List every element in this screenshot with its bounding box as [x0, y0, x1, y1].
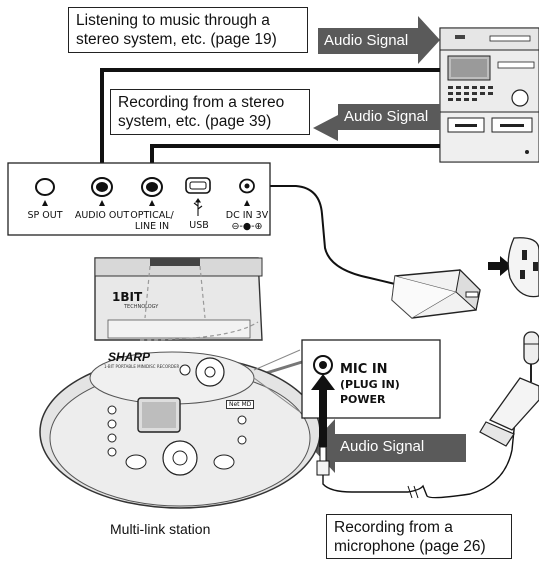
mic-in-jack: [313, 355, 333, 375]
mic-panel-label: MIC IN (PLUG IN) POWER: [340, 362, 400, 407]
audio-signal-arrow-middle: [313, 104, 440, 141]
usb-icon: [193, 198, 203, 216]
device-bit-sub: TECHNOLOGY: [124, 304, 159, 310]
port-label-dc-in: DC IN 3V ⊖-●-⊕: [220, 210, 274, 232]
audio-signal-label-top: Audio Signal: [324, 32, 409, 49]
callout-stereo-listen-line2: stereo system, etc. (page 19): [76, 31, 277, 48]
port-label-sp-out: SP OUT: [27, 210, 63, 221]
port-label-optical-line2: LINE IN: [134, 221, 170, 232]
device-netmd-logo: Net MD: [226, 400, 255, 409]
stereo-system: [439, 27, 539, 163]
port-label-usb: USB: [189, 220, 209, 231]
port-label-optical-line1: OPTICAL/: [130, 210, 174, 221]
port-panel: [7, 162, 271, 236]
callout-mic-record-line1: Recording from a: [334, 519, 453, 536]
optical-line-in-jack: [141, 177, 163, 197]
callout-stereo-record-line1: Recording from a stereo: [118, 94, 285, 111]
callout-stereo-record: Recording from a stereo system, etc. (pa…: [110, 89, 310, 135]
device-bit-logo: 1BIT: [112, 290, 143, 304]
mic-cable: [322, 419, 516, 499]
audio-out-cable: [100, 68, 440, 180]
port-label-dc-in-text: DC IN 3V: [225, 210, 269, 221]
callout-stereo-listen-line1: Listening to music through a: [76, 12, 270, 29]
microphone: [479, 331, 539, 447]
usb-port: [185, 177, 211, 194]
plug-in-arrow: [488, 256, 512, 276]
dc-in-jack: [239, 178, 255, 194]
mic-in-label: MIC IN: [340, 362, 388, 377]
callout-stereo-record-line2: system, etc. (page 39): [118, 113, 272, 130]
callout-mic-record-line2: microphone (page 26): [334, 538, 486, 555]
station-label: Multi-link station: [110, 521, 211, 537]
audio-signal-label-bottom: Audio Signal: [340, 438, 425, 455]
callout-stereo-listen: Listening to music through a stereo syst…: [68, 7, 308, 53]
port-label-audio-out: AUDIO OUT: [74, 210, 130, 221]
plug-in-label: (PLUG IN): [340, 378, 400, 391]
port-label-optical: OPTICAL/ LINE IN: [122, 210, 182, 232]
audio-signal-arrow-bottom: [310, 419, 466, 473]
device-model-text: 1-BIT PORTABLE MINIDISC RECORDER: [104, 364, 180, 369]
dc-polarity-icon: ⊖-●-⊕: [231, 221, 263, 232]
sp-out-jack: [35, 178, 55, 196]
wall-outlet: [507, 237, 539, 298]
multi-link-station: [39, 257, 321, 509]
callout-mic-record: Recording from a microphone (page 26): [326, 514, 512, 559]
power-label: POWER: [340, 393, 386, 406]
device-brand: SHARP: [108, 350, 151, 364]
audio-signal-label-middle: Audio Signal: [344, 108, 429, 125]
audio-signal-arrow-top: [318, 16, 440, 64]
mic-plug: [316, 446, 330, 476]
dc-cable: [250, 185, 396, 285]
audio-out-jack: [91, 177, 113, 197]
ac-adapter: [391, 268, 481, 319]
mic-plug-arrow: [311, 374, 335, 447]
